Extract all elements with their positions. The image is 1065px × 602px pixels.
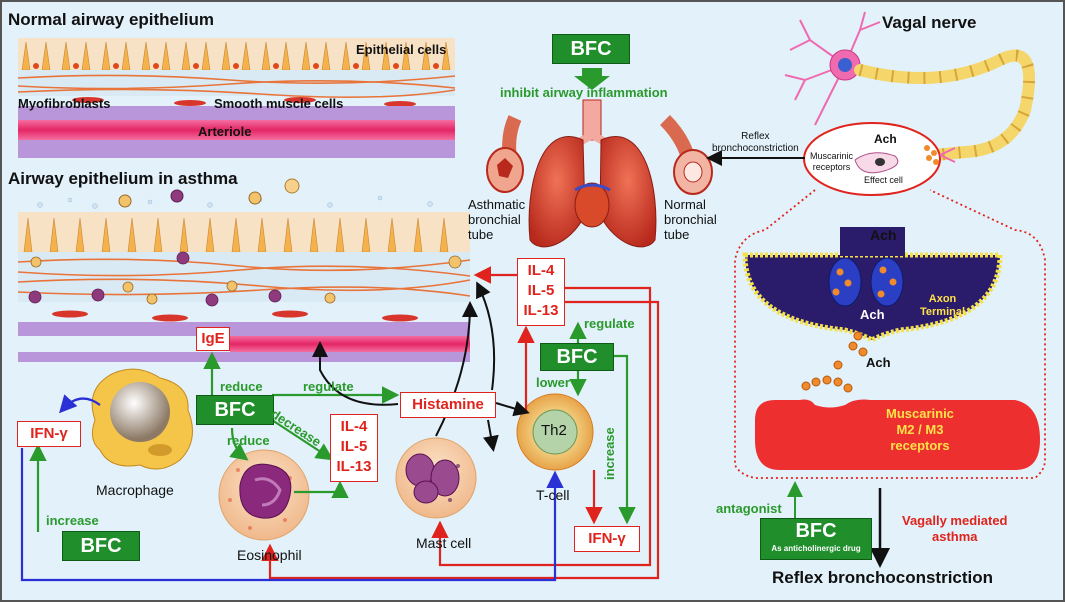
smooth-muscle-label: Smooth muscle cells [214, 96, 344, 111]
acetylcholine-release-dots [801, 331, 868, 393]
inhibit-inflammation-label: inhibit airway inflammation [500, 85, 668, 100]
myofibroblasts-label: Myofibroblasts [18, 96, 111, 111]
ach-top-label: Ach [870, 227, 897, 243]
muscarinic-receptor-cell [755, 399, 1040, 470]
ach-vesicle-label: Ach [860, 307, 885, 322]
ige-box: IgE [196, 327, 230, 351]
regulate-histamine-label: regulate [303, 379, 354, 394]
asthma-airway-title: Airway epithelium in asthma [8, 169, 238, 188]
effect-cell-label: Effect cell [864, 175, 903, 185]
blue-arrows [20, 394, 564, 582]
increase-ifn-right-label: increase [602, 427, 617, 480]
vagal-nerve-illustration [784, 11, 1036, 161]
mast-cell-label: Mast cell [416, 535, 472, 551]
asthmatic-tube-illustration [486, 115, 524, 193]
axon-terminal-illustration [742, 227, 1003, 343]
ifn-left-box: IFN-γ [17, 421, 81, 447]
normal-epithelium-tissue [17, 38, 456, 158]
red-arrows [261, 266, 660, 580]
effect-cell-oval [803, 122, 956, 196]
th2-label: Th2 [541, 422, 567, 439]
bfc-anticholinergic-box: BFC As anticholinergic drug [760, 518, 872, 560]
bfc-th2-box: BFC [540, 343, 614, 371]
reduce-ige-label: reduce [220, 379, 263, 394]
ach-gap-label: Ach [866, 355, 891, 370]
histamine-box: Histamine [400, 392, 496, 418]
normal-airway-title: Normal airway epithelium [8, 10, 214, 29]
green-arrows [29, 321, 636, 532]
reflex-bronchoconstriction-bottom-label: Reflex bronchoconstriction [772, 568, 994, 587]
ifn-right-box: IFN-γ [574, 526, 640, 552]
ach-oval-label: Ach [874, 132, 897, 146]
vagal-nerve-title: Vagal nerve [882, 13, 977, 32]
arteriole-label: Arteriole [198, 124, 252, 139]
synapse-zoom-boundary [734, 189, 1046, 479]
mast-cell-illustration [395, 437, 477, 519]
bfc-center-box: BFC [196, 395, 274, 425]
regulate-th2-label: regulate [584, 316, 635, 331]
bfc-down-arrow [574, 68, 610, 90]
t-cell-label: T-cell [536, 487, 570, 503]
eosinophil-illustration [218, 449, 310, 541]
antagonist-label: antagonist [716, 501, 782, 516]
macrophage-label: Macrophage [96, 482, 174, 498]
bfc-lung-box: BFC [552, 34, 630, 64]
eosinophil-label: Eosinophil [237, 547, 302, 563]
lungs-illustration [528, 99, 657, 248]
lower-label: lower [536, 375, 570, 390]
increase-ifn-left-label: increase [46, 513, 99, 528]
normal-tube-illustration [659, 115, 713, 195]
macrophage-illustration [91, 368, 193, 470]
epithelial-cells-label: Epithelial cells [356, 42, 447, 57]
bfc-left-box: BFC [62, 531, 140, 561]
reduce-eosinophil-label: reduce [227, 433, 270, 448]
black-arrows [312, 281, 530, 452]
t-cell-illustration [516, 393, 594, 471]
asthma-epithelium-tissue [17, 178, 471, 362]
